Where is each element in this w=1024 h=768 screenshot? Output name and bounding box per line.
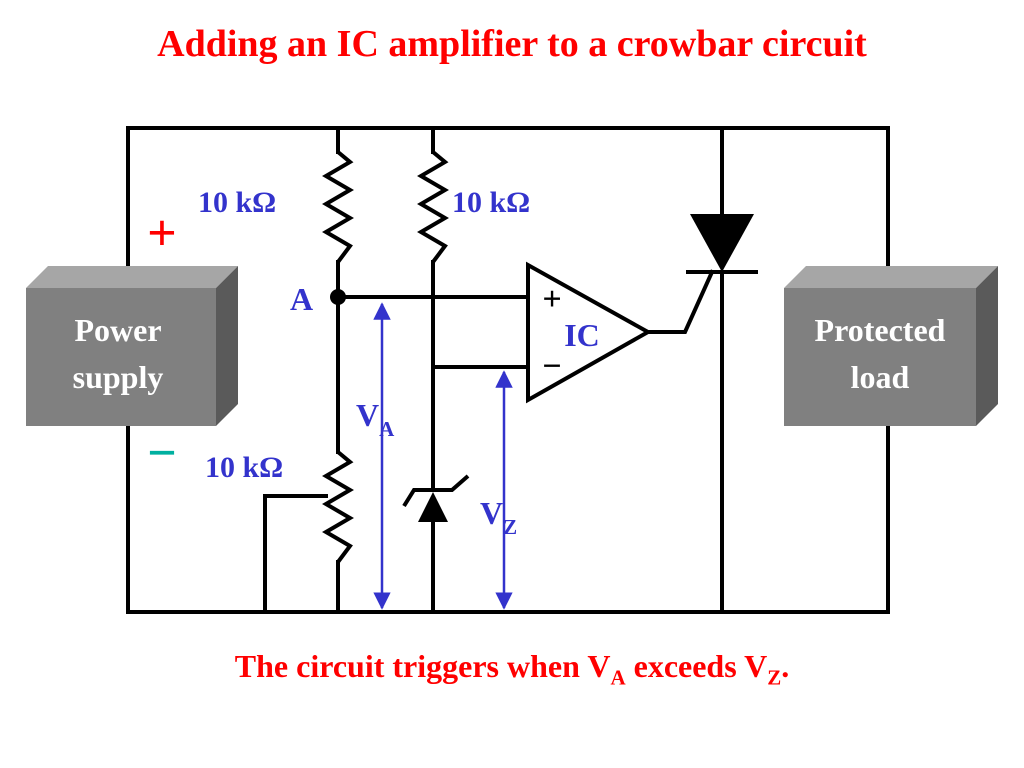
load-line2: load [851,359,910,395]
va-label: VA [356,397,395,441]
op-amp-triangle [526,261,653,404]
caption-part2: exceeds V [625,648,768,684]
va-label-sub: A [379,417,395,441]
vz-label: VZ [480,495,517,539]
caption-part3: . [781,648,790,684]
op-amp-label: IC [564,317,600,353]
scr-thyristor [686,214,758,274]
page-title: Adding an IC amplifier to a crowbar circ… [157,23,867,65]
vz-label-main: V [480,495,503,531]
power-supply-line2: supply [73,359,164,395]
caption-sub1: A [610,665,626,690]
resistor-top-right [417,150,449,264]
op-amp-minus-label: − [542,348,561,385]
va-label-main: V [356,397,379,433]
supply-minus-sign: − [147,425,177,482]
node-a-label: A [290,281,313,317]
zener-diode [402,474,470,522]
resistor-top-left [322,150,354,264]
caption: The circuit triggers when VA exceeds VZ. [0,648,1024,690]
power-supply-box: Power supply [26,266,238,426]
potentiometer-label: 10 kΩ [205,451,283,484]
protected-load-box: Protected load [784,266,998,426]
supply-plus-sign: + [147,205,177,262]
node-a-dot [330,289,346,305]
caption-part1: The circuit triggers when V [234,648,611,684]
power-supply-line1: Power [74,312,161,348]
potentiometer-bottom [322,450,354,564]
resistor-top-right-label: 10 kΩ [452,186,530,219]
resistor-top-left-label: 10 kΩ [198,186,276,219]
vz-label-sub: Z [503,515,517,539]
load-line1: Protected [815,312,946,348]
caption-sub2: Z [767,665,782,690]
op-amp-plus-label: + [542,281,561,318]
